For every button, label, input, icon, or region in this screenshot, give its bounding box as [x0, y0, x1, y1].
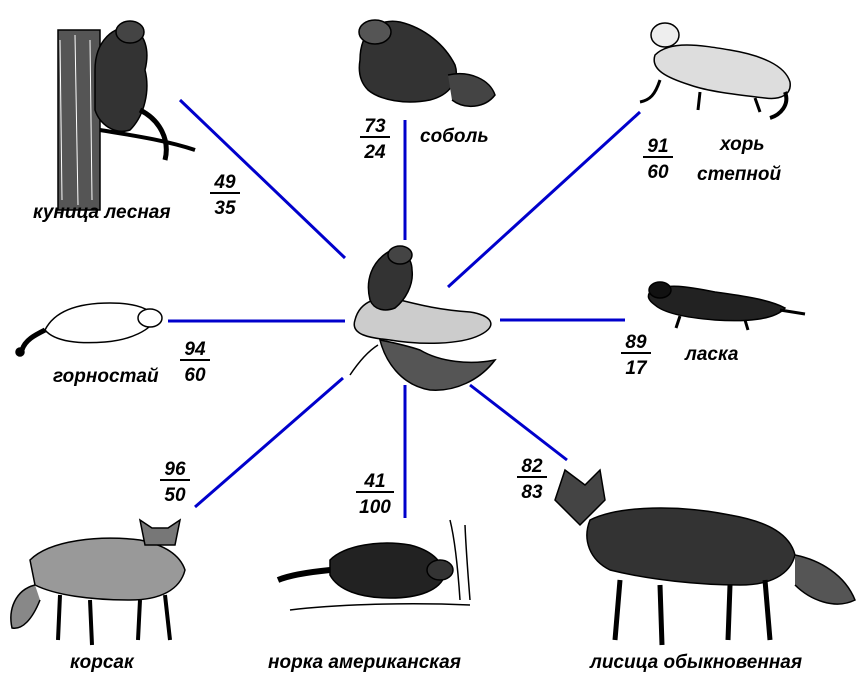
corsac-fox-icon — [11, 520, 185, 645]
fraction-gornostai: 94 60 — [180, 339, 210, 386]
fraction-kunitsa: 49 35 — [210, 172, 240, 219]
fraction-den: 50 — [164, 485, 186, 506]
fraction-den: 17 — [625, 358, 648, 379]
fraction-num: 82 — [521, 456, 543, 477]
hybrid-animal-center — [350, 246, 495, 390]
fraction-den: 35 — [214, 198, 236, 219]
label-lisitsa: лисица обыкновенная — [589, 652, 802, 673]
line-lisitsa — [470, 385, 567, 460]
fraction-norka: 41 100 — [356, 471, 394, 518]
label-laska: ласка — [684, 344, 739, 365]
label-kunitsa: куница лесная — [33, 202, 171, 223]
fraction-den: 100 — [359, 497, 391, 518]
line-kunitsa — [180, 100, 345, 258]
fraction-sobol: 73 24 — [360, 116, 390, 163]
fraction-den: 60 — [647, 162, 669, 183]
weasel-icon — [648, 282, 805, 330]
label-khor-line2: степной — [697, 164, 781, 185]
american-mink-icon — [278, 520, 470, 610]
fraction-lisitsa: 82 83 — [517, 456, 547, 503]
line-korsak — [195, 378, 343, 507]
ermine-icon — [16, 303, 162, 356]
label-korsak: корсак — [70, 652, 135, 673]
fraction-den: 83 — [521, 482, 543, 503]
label-norka: норка американская — [268, 652, 461, 673]
label-sobol: соболь — [420, 126, 489, 147]
fraction-den: 24 — [363, 142, 386, 163]
fraction-korsak: 96 50 — [160, 459, 190, 506]
fraction-num: 96 — [164, 459, 186, 480]
fraction-laska: 89 17 — [621, 332, 651, 379]
marten-on-tree-icon — [58, 21, 195, 210]
steppe-polecat-icon — [640, 23, 790, 118]
fraction-num: 41 — [363, 471, 385, 492]
sable-icon — [359, 20, 495, 106]
fraction-khor: 91 60 — [643, 136, 673, 183]
fraction-num: 91 — [647, 136, 668, 157]
fraction-num: 49 — [213, 172, 236, 193]
red-fox-icon — [555, 470, 855, 645]
fraction-num: 89 — [625, 332, 647, 353]
fraction-num: 94 — [184, 339, 206, 360]
label-gornostai: горностай — [53, 366, 159, 387]
fraction-num: 73 — [364, 116, 386, 137]
fraction-den: 60 — [184, 365, 206, 386]
label-khor-line1: хорь — [719, 134, 765, 155]
